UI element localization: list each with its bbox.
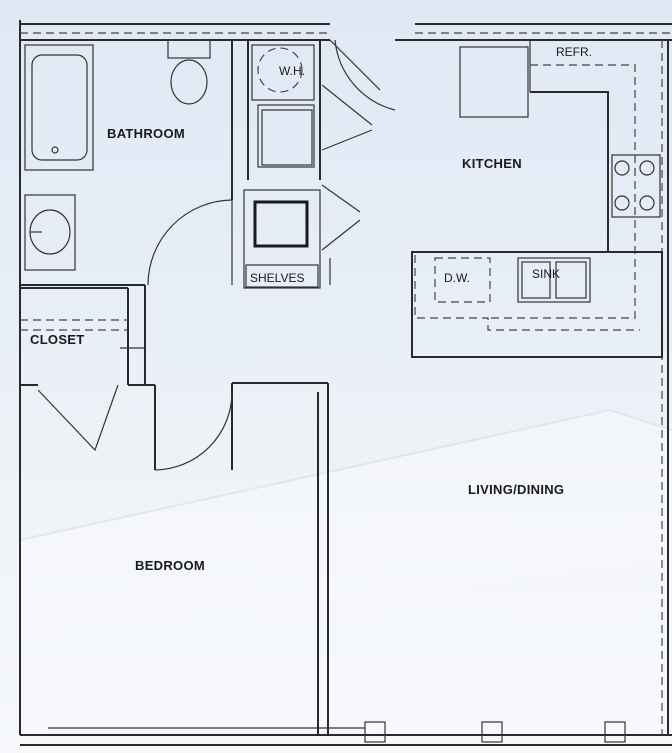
room-labels: BATHROOM KITCHEN CLOSET BEDROOM LIVING/D…	[30, 45, 592, 573]
bedroom-walls	[128, 285, 329, 735]
label-closet: CLOSET	[30, 332, 85, 347]
label-living-dining: LIVING/DINING	[468, 482, 564, 497]
label-sink: SINK	[532, 267, 560, 281]
mechanical-closets	[247, 39, 415, 251]
label-refrigerator: REFR.	[556, 45, 592, 59]
bathroom-vanity	[24, 194, 76, 271]
toilet	[167, 39, 211, 105]
label-shelves: SHELVES	[250, 271, 304, 285]
background-building	[19, 408, 672, 753]
kitchen-layout	[411, 40, 663, 358]
bathroom-walls	[20, 40, 233, 286]
bathtub	[24, 44, 94, 171]
outer-walls	[19, 20, 672, 746]
label-kitchen: KITCHEN	[462, 156, 522, 171]
shelves-unit	[243, 189, 331, 289]
label-dishwasher: D.W.	[444, 271, 470, 285]
closet-walls	[20, 287, 145, 452]
label-water-heater: W.H.	[279, 64, 305, 78]
label-bedroom: BEDROOM	[135, 558, 205, 573]
label-bathroom: BATHROOM	[107, 126, 185, 141]
